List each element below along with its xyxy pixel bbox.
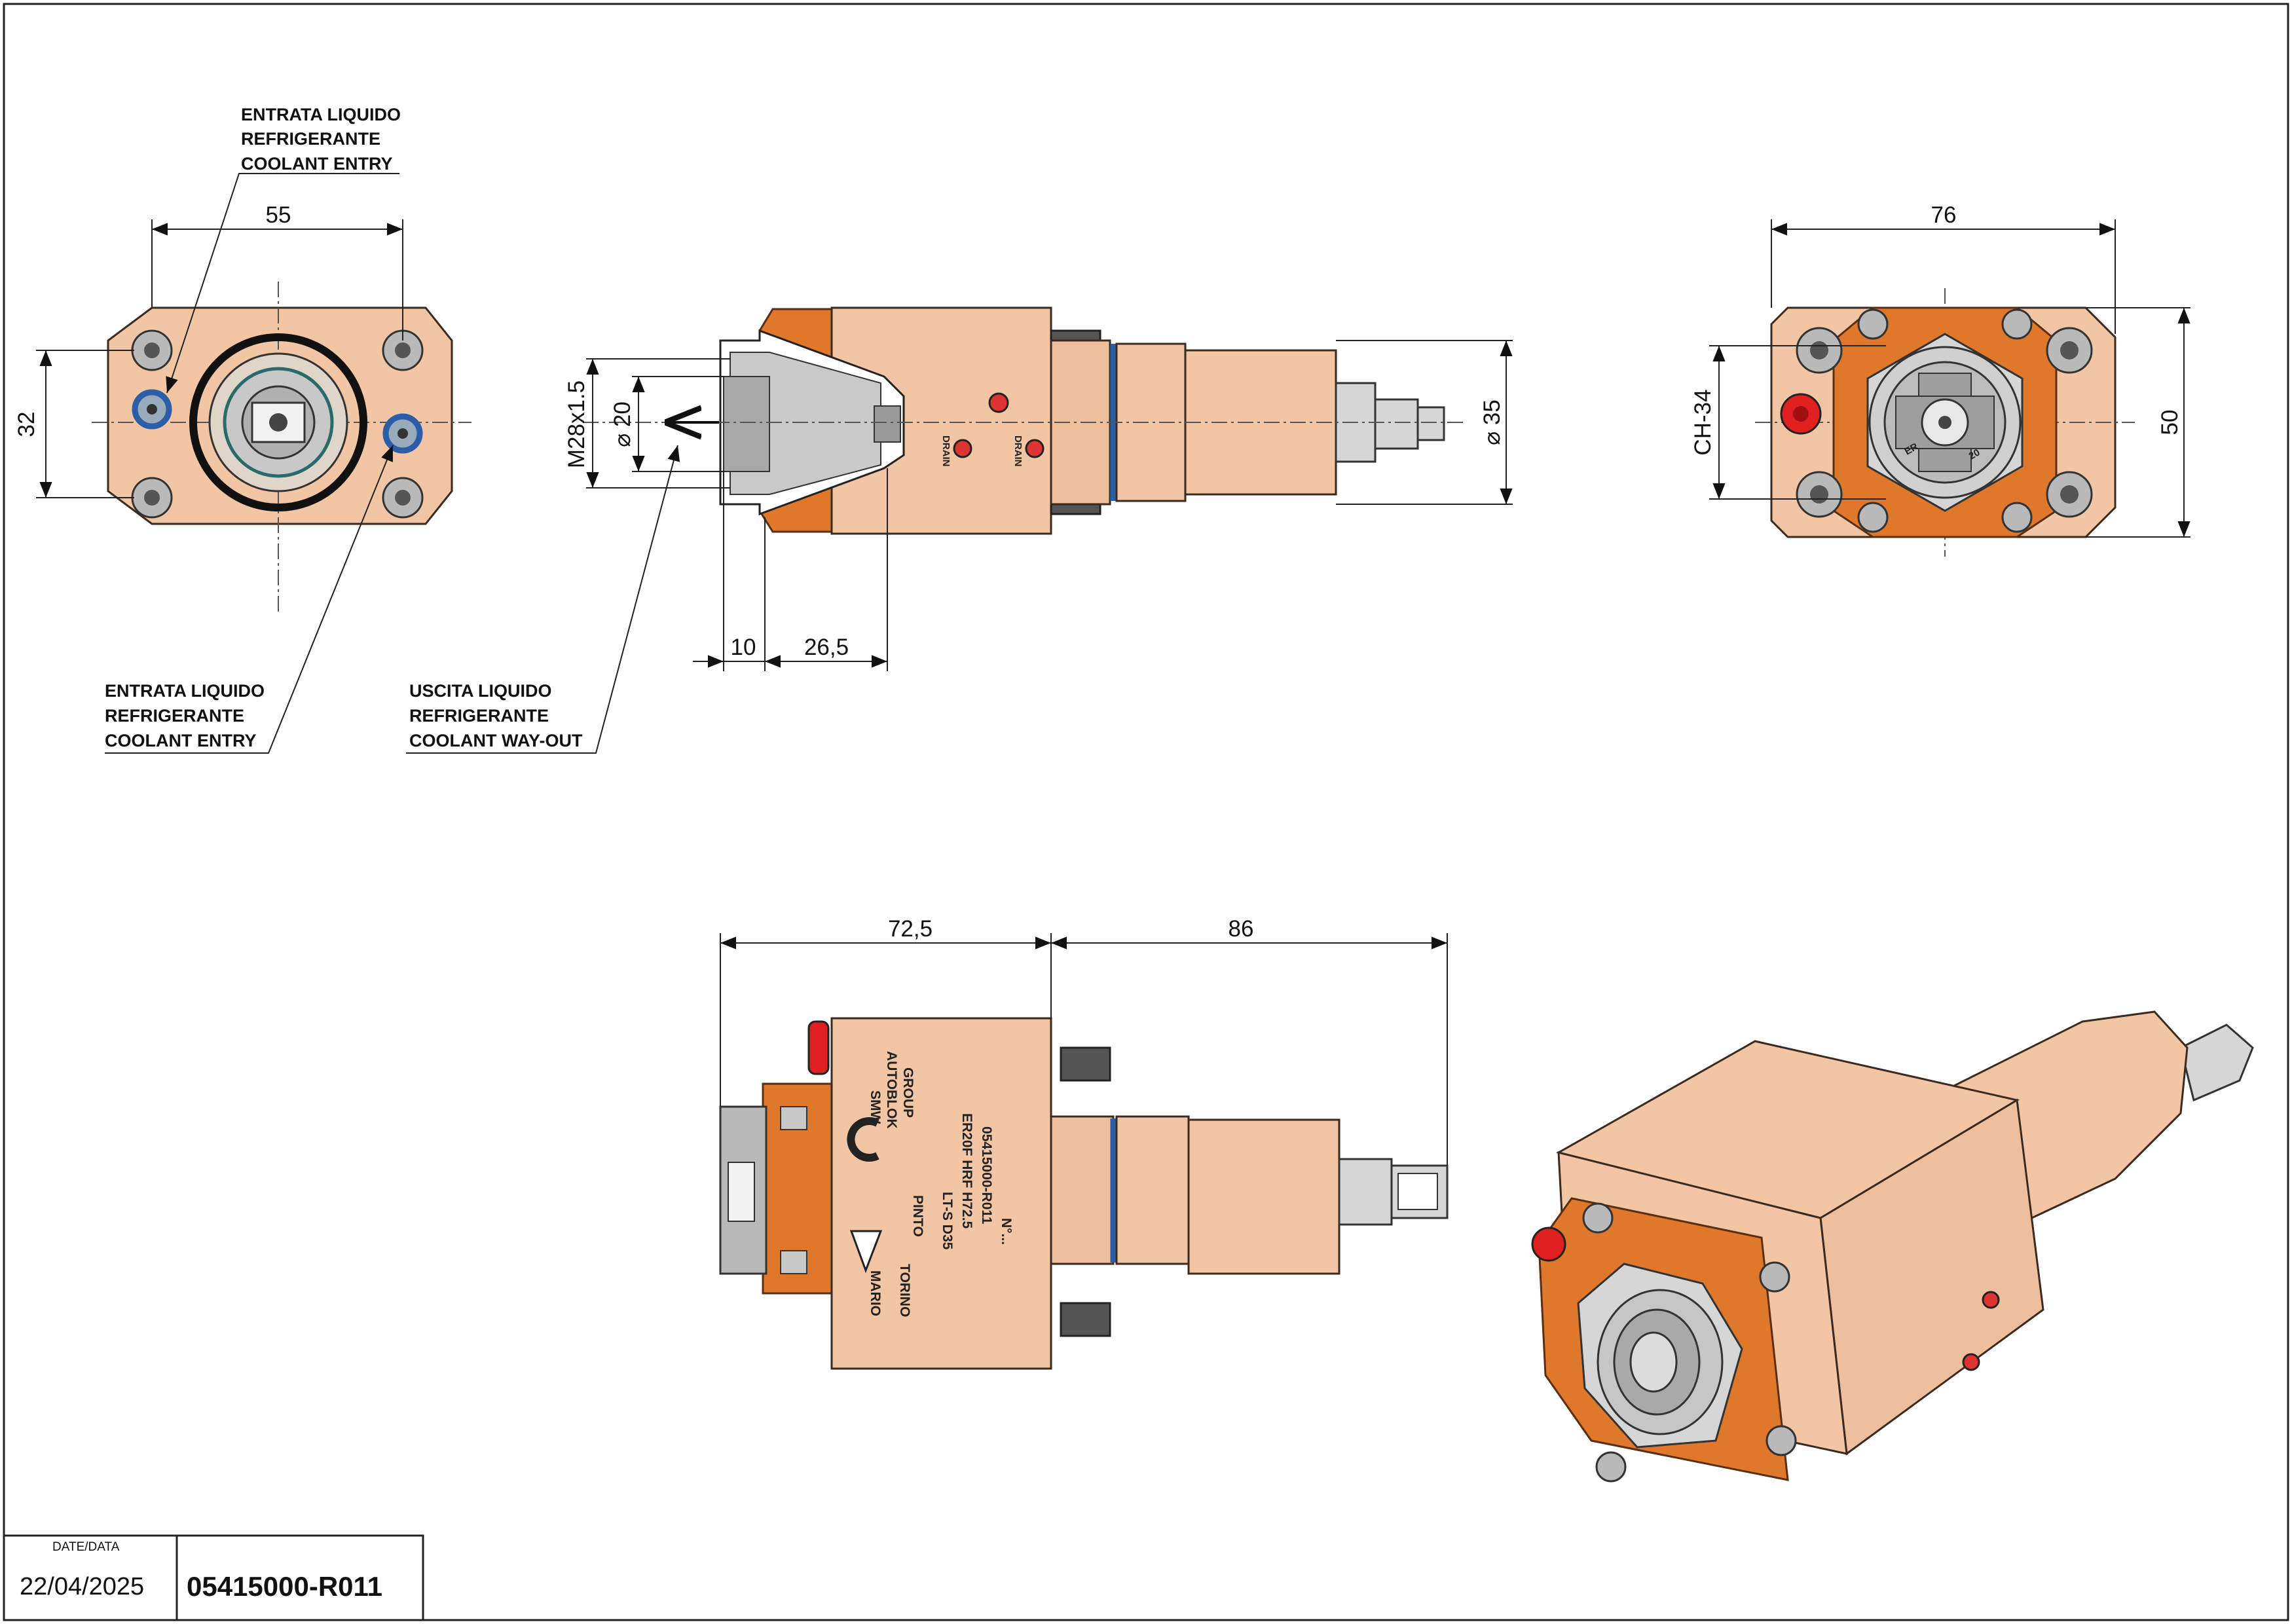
engraving-brand-2: AUTOBLOK <box>884 1051 899 1129</box>
engraving-model-2: ER20F HRF H72.5 <box>959 1113 974 1229</box>
dim-depth-b: 26,5 <box>804 635 849 660</box>
drain-plug-icon <box>953 392 1044 458</box>
engraving-maker-2: PINTO <box>910 1195 925 1237</box>
engraving-maker-3: TORINO <box>897 1264 912 1317</box>
side-section-view: DRAIN DRAIN M28x1.5 ⌀ 20 ⌀ 35 10 26,5 US… <box>406 306 1513 754</box>
drawing-date: 22/04/2025 <box>20 1573 144 1600</box>
engraving-brand-3: GROUP <box>900 1067 915 1118</box>
dim-bore: ⌀ 20 <box>610 401 635 447</box>
note-coolant-out-2: REFRIGERANTE <box>409 706 549 726</box>
dim-hex: CH-34 <box>1690 389 1716 455</box>
plug-icon <box>1780 393 1822 435</box>
dim-thread: M28x1.5 <box>564 380 589 468</box>
drain-plug-icon <box>1962 1291 2000 1371</box>
engraving-drain-1: DRAIN <box>940 435 952 467</box>
engraving-brand-1: SMW <box>868 1090 883 1124</box>
maker-logo-icon <box>849 1230 883 1274</box>
title-block: DATE/DATA 22/04/2025 05415000-R011 <box>3 1534 424 1621</box>
note-coolant-out-1: USCITA LIQUIDO <box>409 681 552 701</box>
note-coolant-entry-top-1: ENTRATA LIQUIDO <box>241 105 401 124</box>
note-coolant-entry-bottom-3: COOLANT ENTRY <box>105 731 257 750</box>
top-view: SMW AUTOBLOK GROUP LT-S D35 ER20F HRF H7… <box>719 916 1449 1370</box>
screw-head-icon <box>1796 308 2093 533</box>
screw-head-icon <box>131 329 424 519</box>
note-coolant-entry-top-2: REFRIGERANTE <box>241 129 380 149</box>
dim-rear-height: 50 <box>2157 410 2183 435</box>
engraving-maker-1: MARIO <box>868 1270 883 1316</box>
dim-shank-length: 86 <box>1229 916 1254 942</box>
dim-front-height: 32 <box>14 412 39 437</box>
coolant-port-icon <box>132 389 423 454</box>
dim-front-width: 55 <box>266 202 291 228</box>
plug-icon <box>1531 1227 1566 1262</box>
sheet-border <box>3 3 2289 1621</box>
dim-shank: ⌀ 35 <box>1479 399 1505 445</box>
note-coolant-out-3: COOLANT WAY-OUT <box>409 731 583 750</box>
rear-view: ER 20 76 50 CH-34 <box>1690 202 2190 557</box>
note-coolant-entry-top-3: COOLANT ENTRY <box>241 154 393 174</box>
engraving-model-3: 05415000-R011 <box>979 1126 994 1225</box>
drawing-code: 05415000-R011 <box>187 1571 382 1602</box>
dim-depth-a: 10 <box>731 635 756 660</box>
isometric-view <box>1531 1010 2254 1483</box>
screw-head-icon <box>1582 1202 1797 1483</box>
engraving-model-4: N°... <box>999 1218 1014 1245</box>
date-label: DATE/DATA <box>52 1540 120 1554</box>
front-view: 55 32 ENTRATA LIQUIDO REFRIGERANTE COOLA… <box>14 105 471 754</box>
engraving-er-size: 20 <box>1967 447 1982 462</box>
engraving-model-1: LT-S D35 <box>940 1192 955 1250</box>
brand-logo-icon <box>847 1117 879 1162</box>
note-coolant-entry-bottom-1: ENTRATA LIQUIDO <box>105 681 265 701</box>
dim-body-length: 72,5 <box>888 916 933 942</box>
dim-rear-width: 76 <box>1931 202 1957 228</box>
engraving-drain-2: DRAIN <box>1012 435 1024 467</box>
note-coolant-entry-bottom-2: REFRIGERANTE <box>105 706 244 726</box>
